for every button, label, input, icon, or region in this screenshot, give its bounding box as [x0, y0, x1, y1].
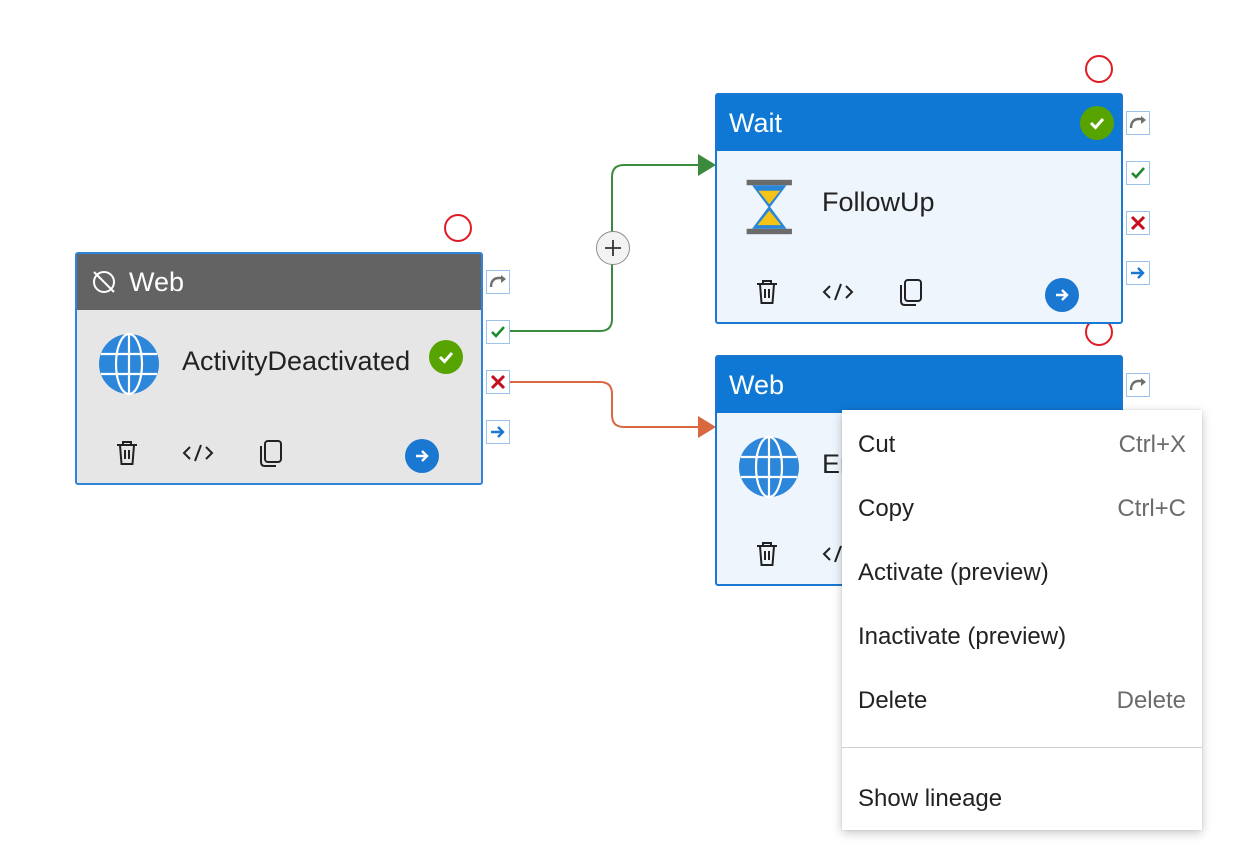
menu-item-shortcut: Ctrl+C	[1117, 495, 1186, 522]
menu-item-label: Activate (preview)	[858, 559, 1049, 586]
failure-arrowhead	[698, 416, 716, 438]
node-footer	[717, 262, 1121, 322]
failure-connector[interactable]	[510, 381, 700, 428]
activity-node-web-deactivated[interactable]: Web ActivityDeactivated	[75, 252, 483, 485]
node-header: Web	[77, 254, 481, 310]
menu-item-delete[interactable]: Delete Delete	[842, 671, 1202, 731]
copy-icon[interactable]	[895, 276, 927, 308]
node-body: FollowUp	[717, 151, 1121, 241]
skipped-port-icon[interactable]	[486, 270, 510, 294]
add-activity-button[interactable]	[596, 231, 630, 265]
completion-port-icon[interactable]	[486, 420, 510, 444]
globe-icon	[99, 332, 159, 396]
menu-item-label: Show lineage	[858, 785, 1003, 812]
menu-item-cut[interactable]: Cut Ctrl+X	[842, 415, 1202, 475]
success-port-icon[interactable]	[1126, 161, 1150, 185]
menu-item-label: Delete	[858, 687, 928, 714]
copy-icon[interactable]	[255, 437, 287, 469]
menu-item-label: Cut	[858, 431, 896, 458]
node-type-label: Web	[729, 369, 785, 400]
failure-port-icon[interactable]	[486, 370, 510, 394]
delete-icon[interactable]	[111, 437, 143, 469]
check-badge-icon	[1080, 106, 1114, 140]
skipped-port-icon[interactable]	[1126, 111, 1150, 135]
globe-icon	[739, 435, 799, 499]
activity-node-wait[interactable]: Wait FollowUp	[715, 93, 1123, 324]
activity-name: ActivityDeactivated	[182, 346, 411, 376]
success-arrowhead	[698, 154, 716, 176]
annotation-circle	[1085, 55, 1113, 83]
node-body: Er	[717, 413, 1121, 503]
menu-item-copy[interactable]: Copy Ctrl+C	[842, 479, 1202, 539]
delete-icon[interactable]	[751, 538, 783, 570]
menu-item-label: Copy	[858, 495, 915, 522]
node-footer	[77, 423, 481, 483]
success-port-icon[interactable]	[486, 320, 510, 344]
annotation-circle	[444, 214, 472, 242]
open-activity-icon[interactable]	[1045, 278, 1079, 312]
node-type-label: Wait	[729, 107, 782, 138]
menu-item-shortcut: Ctrl+X	[1118, 431, 1186, 458]
failure-port-icon[interactable]	[1126, 211, 1150, 235]
open-activity-icon[interactable]	[405, 439, 439, 473]
menu-item-activate[interactable]: Activate (preview)	[842, 543, 1202, 603]
delete-icon[interactable]	[751, 276, 783, 308]
node-body: ActivityDeactivated	[77, 310, 481, 400]
code-icon[interactable]	[822, 276, 854, 308]
code-icon[interactable]	[182, 437, 214, 469]
menu-item-label: Inactivate (preview)	[858, 623, 1067, 650]
menu-separator	[842, 747, 1202, 748]
node-header: Wait	[717, 95, 1121, 151]
node-type-label: Web	[129, 266, 185, 297]
deactivated-icon	[93, 271, 115, 293]
node-header: Web	[717, 357, 1121, 413]
plus-icon	[605, 240, 621, 256]
completion-port-icon[interactable]	[1126, 261, 1150, 285]
menu-item-shortcut: Delete	[1116, 687, 1186, 714]
context-menu: Cut Ctrl+X Copy Ctrl+C Activate (preview…	[842, 410, 1202, 830]
check-badge-icon	[429, 340, 463, 374]
hourglass-icon	[746, 179, 792, 235]
activity-name: FollowUp	[822, 187, 935, 217]
menu-item-show-lineage[interactable]: Show lineage	[842, 769, 1202, 829]
skipped-port-icon[interactable]	[1126, 373, 1150, 397]
menu-item-inactivate[interactable]: Inactivate (preview)	[842, 607, 1202, 667]
